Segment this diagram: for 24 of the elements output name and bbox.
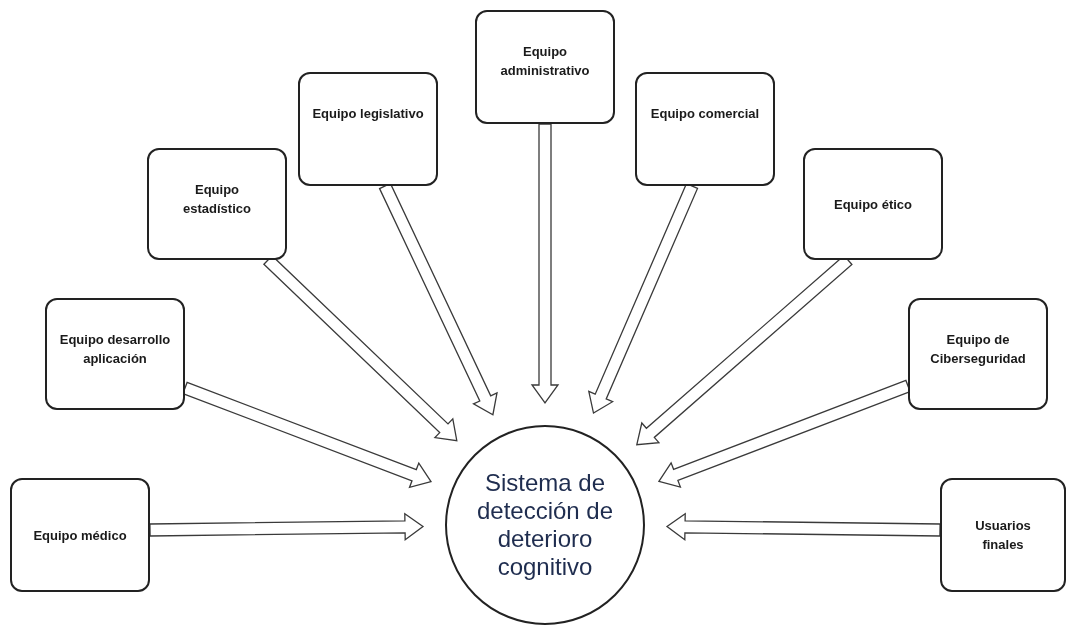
team-box <box>147 148 287 260</box>
team-label: Equipo legislativo <box>312 105 424 123</box>
team-label: Equipo desarrollo aplicación <box>59 331 171 368</box>
block-arrow <box>665 512 941 542</box>
team-box <box>298 72 438 186</box>
team-label: Equipo médico <box>33 526 127 545</box>
team-label: Equipo comercial <box>650 105 760 123</box>
team-label: Equipo ético <box>834 195 912 214</box>
team-label: Equipo estadístico <box>182 181 252 218</box>
block-arrow <box>530 123 560 405</box>
team-label: Usuarios finales <box>974 517 1032 554</box>
team-box <box>803 148 943 260</box>
team-box <box>908 298 1048 410</box>
team-label: Equipo de Ciberseguridad <box>929 331 1027 368</box>
block-arrow <box>149 512 425 542</box>
team-box <box>635 72 775 186</box>
team-box <box>10 478 150 592</box>
team-box <box>45 298 185 410</box>
system-title: Sistema de detección de deterioro cognitivo <box>475 469 615 581</box>
team-label: Equipo administrativo <box>499 43 591 80</box>
block-arrow <box>657 379 911 489</box>
team-box <box>940 478 1066 592</box>
block-arrow <box>182 381 433 489</box>
team-box <box>475 10 615 124</box>
